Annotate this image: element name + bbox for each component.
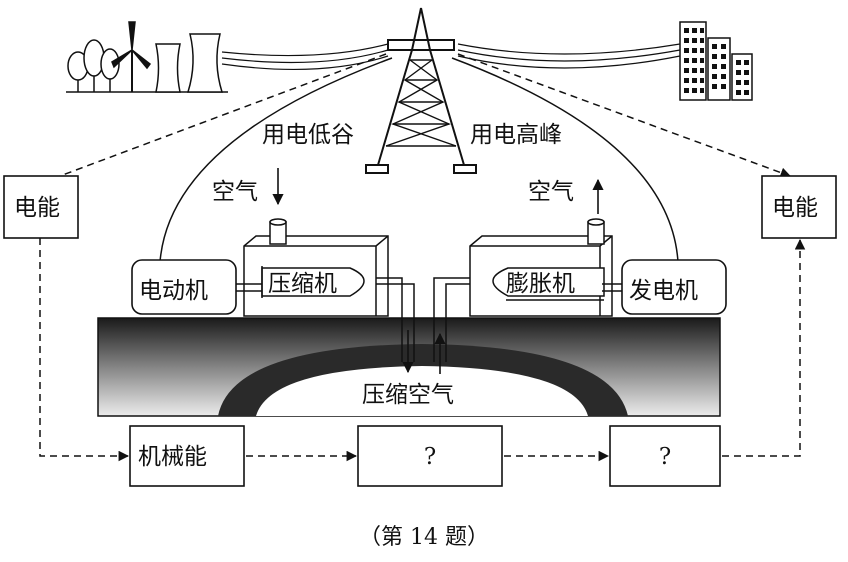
energy-right-label: 电能 [772, 195, 818, 221]
power-lines [221, 43, 681, 71]
unknown-energy-label-2: ? [659, 444, 671, 470]
underground-cavern [97, 317, 721, 417]
energy-box-left [3, 175, 79, 239]
low-demand-label: 用电低谷 [262, 122, 354, 148]
air-pipes [376, 277, 470, 374]
power-plant-icon [66, 21, 228, 93]
mechanical-energy-label: 机械能 [138, 444, 207, 470]
expander-unit [469, 218, 613, 317]
motor-box [131, 259, 262, 315]
dashed-energy-links [59, 53, 791, 178]
mechanical-energy-box [129, 425, 245, 487]
generator-label: 发电机 [629, 278, 698, 304]
air-in-label: 空气 [212, 179, 258, 205]
figure-caption: （第 14 题） [359, 525, 489, 550]
high-demand-label: 用电高峰 [470, 122, 562, 148]
city-buildings-icon [679, 21, 753, 101]
generator-box [602, 259, 727, 315]
compressed-air-label: 压缩空气 [362, 382, 454, 408]
power-cables [159, 57, 679, 263]
expander-label: 膨胀机 [506, 271, 575, 297]
energy-flow-arrows [39, 238, 806, 462]
air-out-label: 空气 [528, 179, 574, 205]
unknown-energy-box-1 [357, 425, 503, 487]
motor-label: 电动机 [139, 278, 208, 304]
compressor-label: 压缩机 [268, 271, 337, 297]
unknown-energy-box-2 [609, 425, 721, 487]
compressor-unit [243, 218, 389, 317]
energy-box-right [761, 175, 837, 239]
energy-left-label: 电能 [14, 195, 60, 221]
transmission-tower-icon [365, 7, 477, 174]
unknown-energy-label-1: ? [424, 444, 436, 470]
